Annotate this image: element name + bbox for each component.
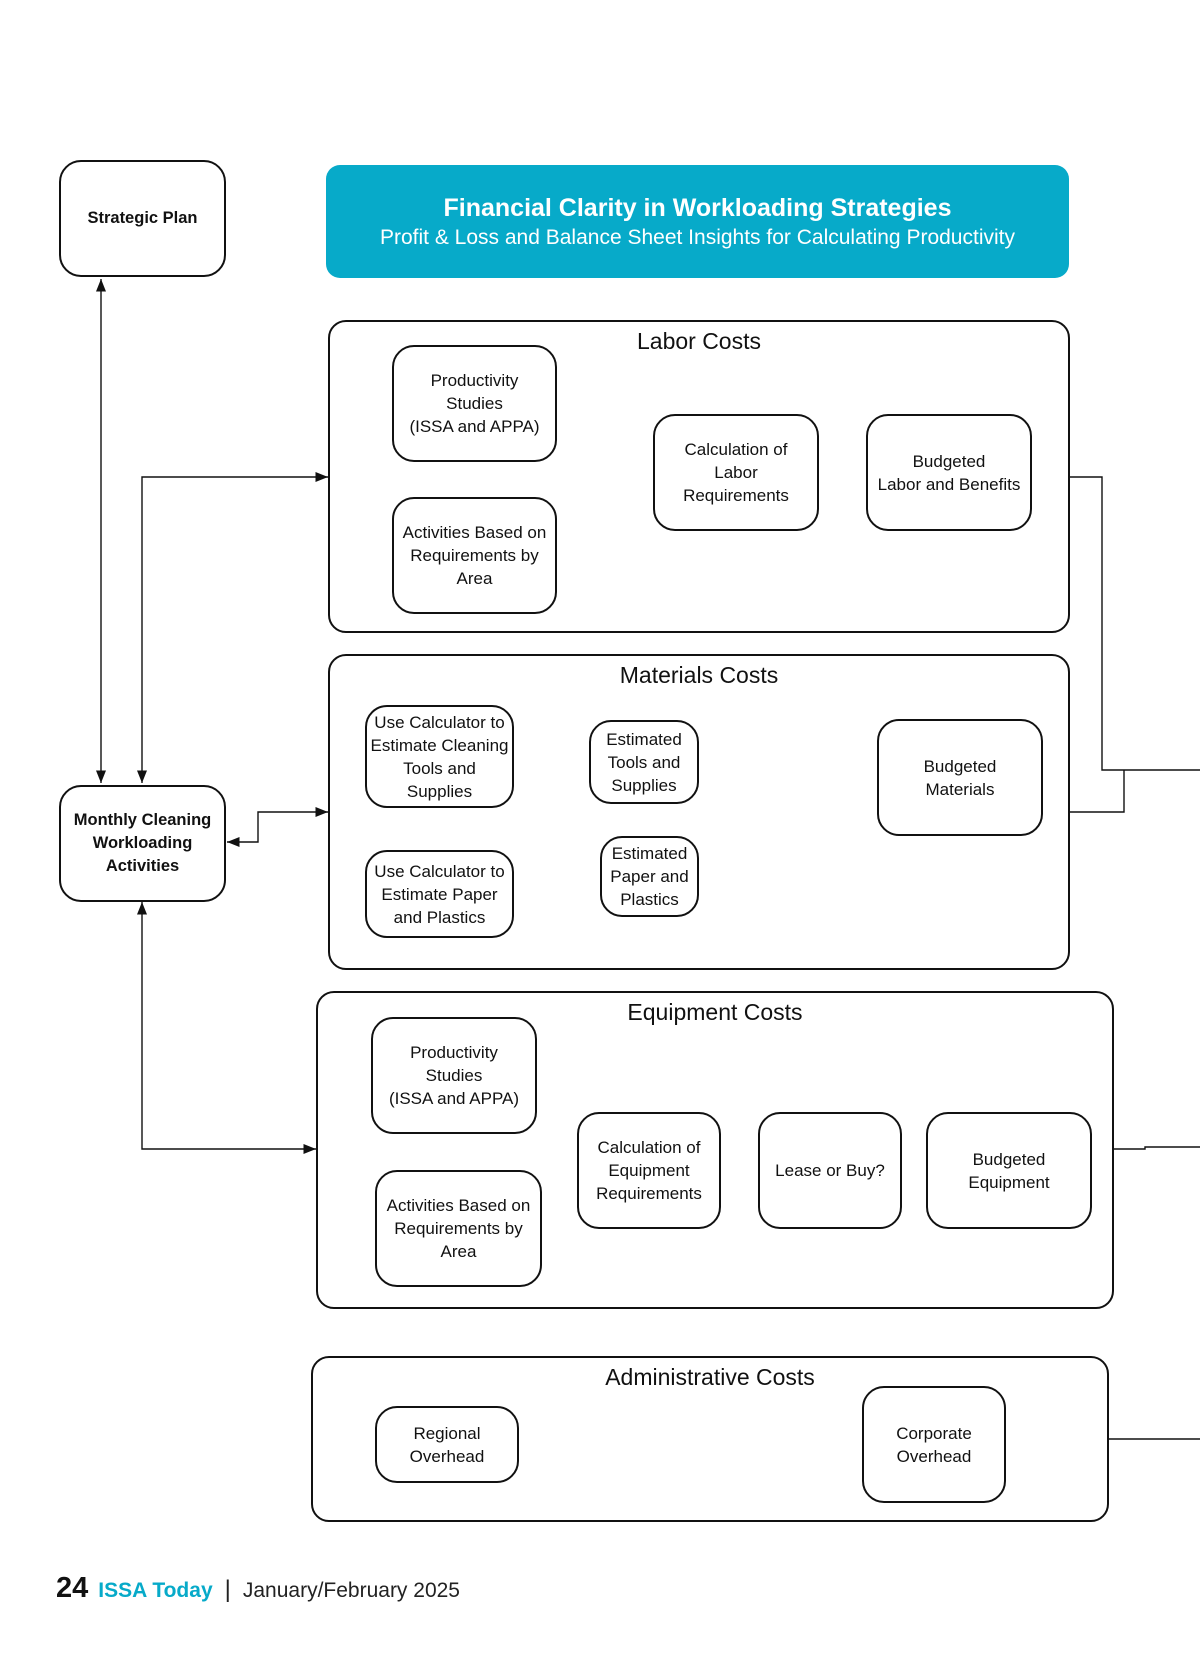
labor-costs-title: Labor Costs [636, 328, 761, 354]
publication-name: ISSA Today [98, 1579, 213, 1602]
budgeted-equipment-node: Budgeted Equipment [926, 1112, 1092, 1229]
title-banner: Financial Clarity in Workloading Strateg… [326, 165, 1069, 278]
lease-or-buy-node: Lease or Buy? [758, 1112, 902, 1229]
calculator-tools-node: Use Calculator to Estimate Cleaning Tool… [365, 705, 514, 808]
budgeted-labor-node: Budgeted Labor and Benefits [866, 414, 1032, 531]
equipment-productivity-node: Productivity Studies (ISSA and APPA) [371, 1017, 537, 1134]
equipment-connector [136, 902, 316, 1155]
equipment-calculation-node: Calculation of Equipment Requirements [577, 1112, 721, 1229]
estimated-tools-node: Estimated Tools and Supplies [589, 720, 699, 804]
issue-date: January/February 2025 [242, 1579, 460, 1602]
banner-title: Financial Clarity in Workloading Strateg… [443, 193, 952, 222]
materials-costs-title: Materials Costs [619, 662, 779, 688]
page-number: 24 [56, 1572, 89, 1604]
corporate-overhead-node: Corporate Overhead [862, 1386, 1006, 1503]
monthly-cleaning-node: Monthly Cleaning Workloading Activities [59, 785, 226, 902]
equipment-activities-node: Activities Based on Requirements by Area [375, 1170, 542, 1287]
labor-connector [136, 471, 328, 783]
footer-separator: | [224, 1576, 231, 1603]
strategic-plan-node: Strategic Plan [59, 160, 226, 277]
regional-overhead-node: Regional Overhead [375, 1406, 519, 1483]
estimated-paper-node: Estimated Paper and Plastics [600, 836, 699, 917]
administrative-costs-title: Administrative Costs [605, 1364, 815, 1390]
labor-activities-node: Activities Based on Requirements by Area [392, 497, 557, 614]
labor-productivity-node: Productivity Studies (ISSA and APPA) [392, 345, 557, 462]
calculator-paper-node: Use Calculator to Estimate Paper and Pla… [365, 850, 514, 938]
materials-connector [227, 806, 328, 848]
labor-calculation-node: Calculation of Labor Requirements [653, 414, 819, 531]
page-footer: 24 ISSA Today | January/February 2025 [56, 1572, 460, 1612]
budgeted-materials-node: Budgeted Materials [877, 719, 1043, 836]
banner-subtitle: Profit & Loss and Balance Sheet Insights… [379, 225, 1015, 249]
equipment-costs-title: Equipment Costs [627, 999, 803, 1025]
